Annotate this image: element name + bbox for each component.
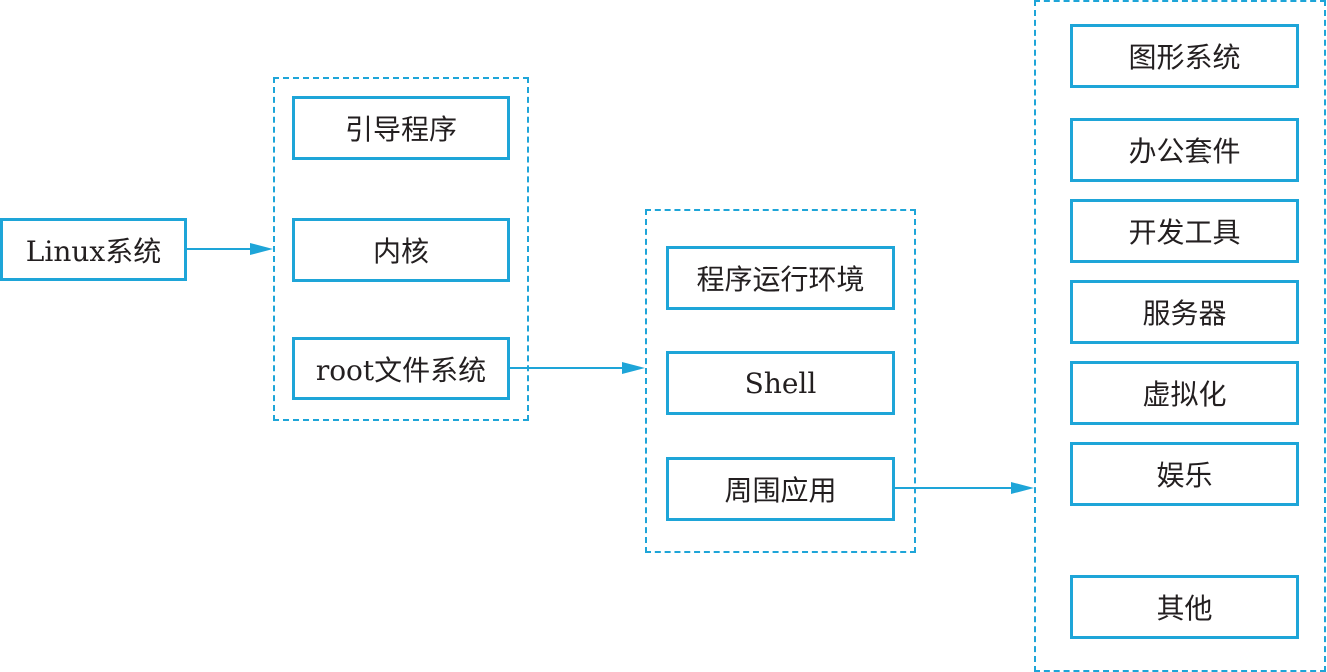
- arrowhead-group1: [250, 243, 273, 255]
- node-other: 其他: [1070, 575, 1299, 639]
- group-system-components: [273, 77, 529, 421]
- node-entertainment: 娱乐: [1070, 442, 1299, 506]
- node-office-suite: 办公套件: [1070, 118, 1299, 182]
- node-graphics-system: 图形系统: [1070, 24, 1299, 88]
- node-peripheral-apps: 周围应用: [666, 457, 895, 521]
- arrowhead-group3: [1011, 482, 1034, 494]
- group-filesystem-contents: [645, 209, 916, 553]
- arrowhead-group2: [622, 362, 645, 374]
- node-shell: Shell: [666, 351, 895, 415]
- node-virtualization: 虚拟化: [1070, 361, 1299, 425]
- node-kernel: 内核: [292, 218, 510, 282]
- node-root-filesystem: root文件系统: [292, 337, 510, 400]
- group-applications: [1034, 0, 1326, 672]
- node-runtime-environment: 程序运行环境: [666, 246, 895, 310]
- node-linux-system: Linux系统: [0, 218, 187, 281]
- node-server: 服务器: [1070, 280, 1299, 344]
- node-bootloader: 引导程序: [292, 96, 510, 160]
- node-dev-tools: 开发工具: [1070, 199, 1299, 263]
